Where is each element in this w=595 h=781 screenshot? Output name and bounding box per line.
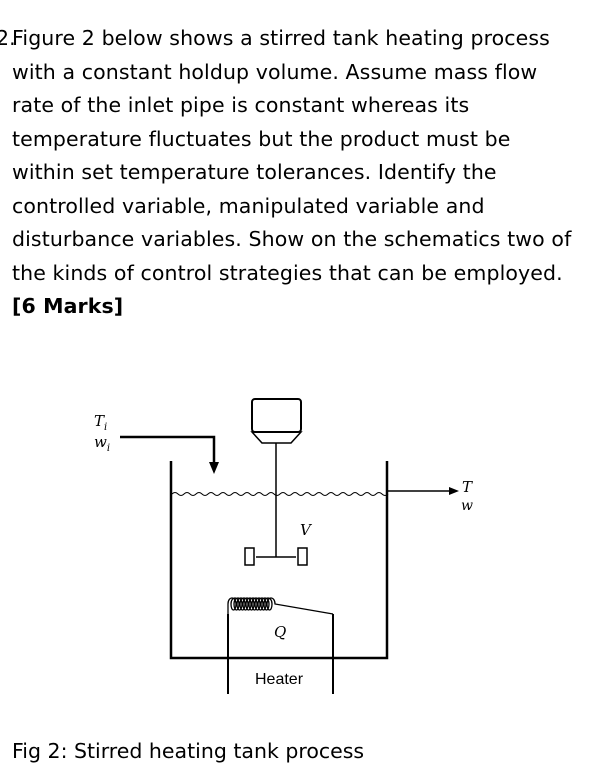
question-text: 2. Figure 2 below shows a stirred tank h…: [0, 22, 572, 324]
motor-icon: [251, 398, 302, 433]
stirred-tank-diagram: Ti wi T w V Q Heater: [94, 398, 473, 694]
impeller-blade-left: [244, 547, 255, 566]
tank-wall: [169, 461, 389, 660]
question-body: Figure 2 below shows a stirred tank heat…: [12, 26, 572, 285]
heating-coil: [227, 597, 334, 615]
inlet-flow-label: wi: [94, 433, 110, 454]
inlet-arrow-icon: [209, 462, 219, 474]
question-marks: [6 Marks]: [12, 294, 124, 318]
liquid-level: [171, 492, 389, 496]
impeller-blade-right: [297, 547, 308, 566]
outlet-arrow-icon: [449, 487, 459, 495]
figure-caption: Fig 2: Stirred heating tank process: [12, 739, 365, 763]
heat-label: Q: [274, 623, 286, 641]
outlet-temp-label: T: [462, 478, 473, 496]
inlet-temp-label: Ti: [94, 412, 107, 433]
volume-label: V: [300, 521, 313, 539]
inlet-pipe: [120, 435, 216, 466]
question-number: 2.: [0, 26, 16, 50]
heater-label: Heater: [255, 671, 304, 688]
motor-base: [250, 431, 303, 444]
outlet-flow-label: w: [461, 498, 473, 514]
